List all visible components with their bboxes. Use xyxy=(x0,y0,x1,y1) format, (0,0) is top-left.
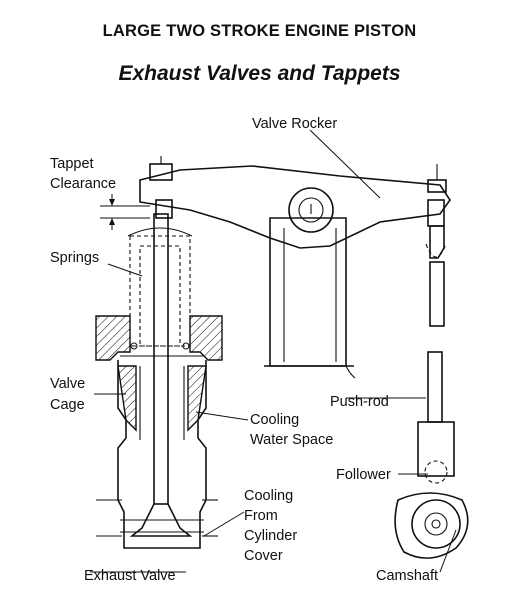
exhaust-valve-spindle xyxy=(129,213,193,537)
label-cooling-water-space-line1: Cooling xyxy=(250,412,300,428)
diagram-subtitle: Exhaust Valves and Tappets xyxy=(118,62,401,85)
tappet-clearance-dimension xyxy=(100,194,150,230)
rocker-pedestal xyxy=(264,217,356,379)
label-cooling-from-cover-line1: Cooling xyxy=(244,488,294,504)
label-valve-rocker: Valve Rocker xyxy=(252,116,338,132)
label-push-rod: Push-rod xyxy=(330,394,389,410)
label-tappet-clearance-line1: Tappet xyxy=(50,156,94,172)
label-springs: Springs xyxy=(50,250,100,266)
valve-springs xyxy=(127,227,193,350)
valve-cage-flange xyxy=(95,315,223,361)
label-valve-cage-line1: Valve xyxy=(50,376,86,392)
valve-rocker-arm xyxy=(139,156,451,249)
label-tappet-clearance-line2: Clearance xyxy=(50,176,117,192)
label-cooling-from-cover-line3: Cylinder xyxy=(244,528,298,544)
label-exhaust-valve: Exhaust Valve xyxy=(84,568,176,584)
label-valve-cage-line2: Cage xyxy=(50,397,85,413)
label-camshaft: Camshaft xyxy=(376,568,439,584)
label-cooling-from-cover-line4: Cover xyxy=(244,548,283,564)
label-cooling-water-space-line2: Water Space xyxy=(250,432,334,448)
leader-lines xyxy=(90,129,457,573)
diagram-title: LARGE TWO STROKE ENGINE PISTON xyxy=(102,22,417,40)
valve-cage-body xyxy=(117,355,207,549)
label-cooling-from-cover-line2: From xyxy=(244,508,278,524)
camshaft xyxy=(394,492,469,559)
push-rod-assembly xyxy=(417,225,455,484)
label-follower: Follower xyxy=(336,467,391,483)
